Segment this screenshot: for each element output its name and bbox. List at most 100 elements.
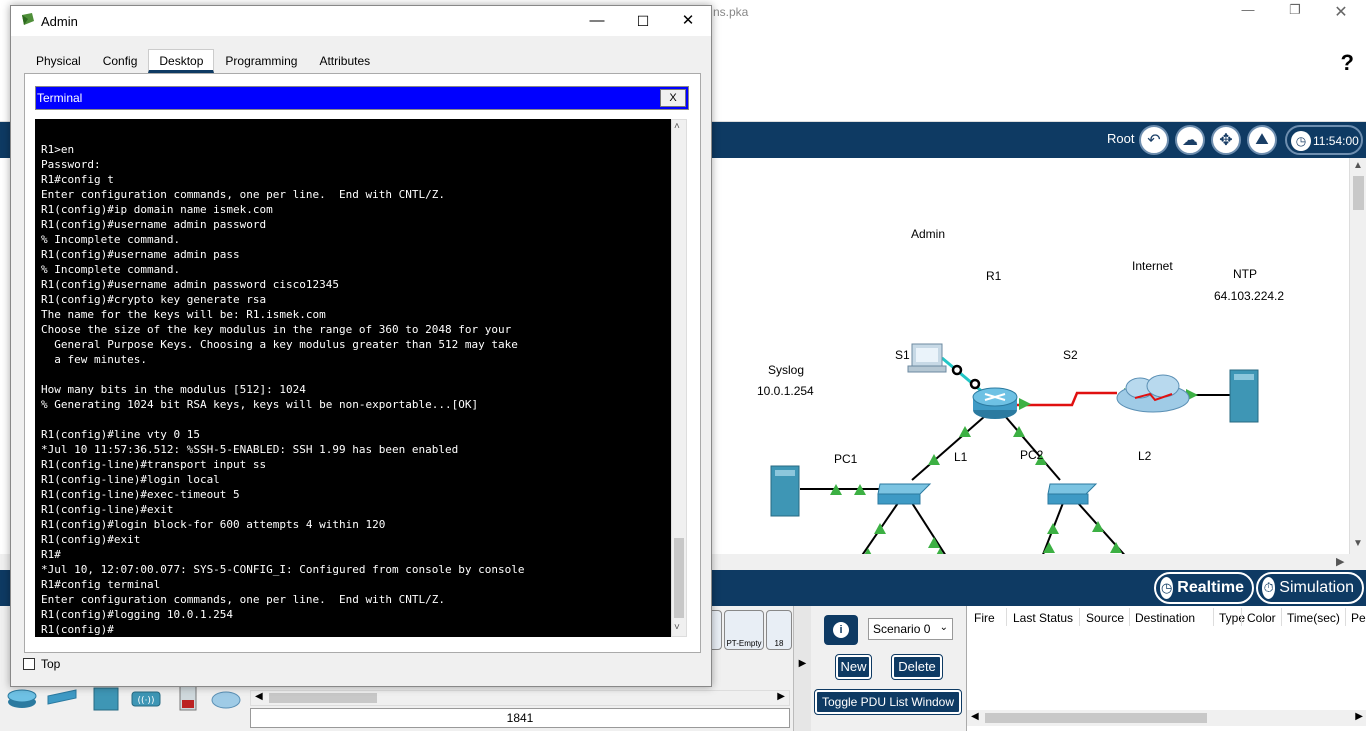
toggle-pdu-list-button[interactable]: Toggle PDU List Window [814, 689, 962, 715]
workspace-vertical-scrollbar[interactable]: ▲ ▼ [1349, 158, 1366, 554]
device-label-r1: R1 [986, 269, 1002, 283]
device-label-admin: Admin [911, 227, 946, 241]
scroll-thumb[interactable] [1353, 176, 1364, 210]
scroll-thumb[interactable] [269, 693, 377, 703]
tab-attributes[interactable]: Attributes [319, 54, 371, 68]
scroll-right-icon[interactable]: ▶ [1336, 556, 1345, 568]
internet-cloud-icon [1116, 374, 1190, 413]
scenario-select[interactable]: Scenario 0 ⌄ [868, 618, 953, 640]
delete-scenario-button[interactable]: Delete [891, 654, 943, 680]
terminal-line: R1(config)#line vty 0 15 [41, 428, 200, 441]
terminal-line: The name for the keys will be: R1.ismek.… [41, 308, 326, 321]
device-tile-pt-empty[interactable]: PT-Empty [724, 610, 764, 650]
restore-icon[interactable]: ❐ [1289, 2, 1301, 17]
column-header[interactable]: Color [1247, 611, 1276, 625]
column-header[interactable]: Pe [1351, 611, 1366, 625]
panel-collapse-icon[interactable]: ▶ [793, 606, 811, 731]
device-tile-1841[interactable]: 18 [766, 610, 792, 650]
column-header[interactable]: Fire [974, 611, 995, 625]
scroll-up-icon[interactable]: ˄ [674, 121, 680, 132]
tab-desktop[interactable]: Desktop [148, 49, 215, 73]
terminal-scrollbar[interactable]: ˄ ˅ [671, 119, 687, 637]
scroll-thumb[interactable] [985, 713, 1207, 723]
device-list-scrollbar[interactable]: ◀ ▶ [250, 690, 790, 706]
info-icon: i [833, 622, 849, 638]
wireless-category-icon[interactable]: ((·)) [130, 684, 162, 712]
device-category-icons: ((·)) [0, 680, 250, 720]
pdu-list-scrollbar[interactable]: ◀ ▶ [967, 710, 1366, 726]
workspace-horizontal-scrollbar[interactable]: ▶ [712, 554, 1366, 570]
link-endpoint [951, 364, 963, 376]
maximize-icon[interactable]: ☐ [636, 13, 650, 29]
r1-router-icon [972, 387, 1018, 419]
scroll-left-icon[interactable]: ◀ [255, 691, 263, 702]
chevron-down-icon: ⌄ [939, 622, 948, 633]
tab-config[interactable]: Config [102, 54, 138, 68]
terminal-line [41, 412, 524, 427]
scenario-selected-value: Scenario 0 [873, 622, 931, 636]
device-label-ntp: NTP [1233, 267, 1257, 281]
pdu-list-table: Fire Last Status Source Destination Type… [966, 606, 1366, 731]
column-header[interactable]: Destination [1135, 611, 1196, 625]
terminal-line: R1>en [41, 143, 75, 156]
cloud-add-icon[interactable]: ☁ [1175, 125, 1205, 155]
new-scenario-button[interactable]: New [835, 654, 872, 680]
link-admin-r1 [941, 356, 986, 396]
scenario-info-button[interactable]: i [824, 615, 858, 645]
clock-icon: ◷ [1291, 131, 1311, 151]
scroll-down-icon[interactable]: ˅ [674, 622, 680, 633]
scroll-right-icon[interactable]: ▶ [1355, 711, 1363, 722]
top-checkbox[interactable]: Top [23, 657, 60, 671]
simulation-mode-button[interactable]: ⏱ Simulation [1256, 572, 1364, 604]
move-icon[interactable]: ✥ [1211, 125, 1241, 155]
link-s1-pc1 [861, 502, 899, 554]
terminal-line: R1(config)# [41, 623, 114, 636]
scroll-thumb[interactable] [674, 538, 684, 618]
column-header[interactable]: Last Status [1013, 611, 1074, 625]
tab-physical[interactable]: Physical [36, 54, 81, 68]
hub-category-icon[interactable] [90, 684, 122, 712]
clock-icon: ◷ [1160, 577, 1174, 599]
realtime-mode-button[interactable]: ◷ Realtime [1154, 572, 1254, 604]
tab-programming[interactable]: Programming [225, 54, 298, 68]
terminal-close-button[interactable]: X [660, 89, 686, 107]
root-label[interactable]: Root [1107, 131, 1135, 146]
minimize-icon[interactable]: — [589, 12, 605, 29]
admin-title-bar[interactable]: Admin — ☐ ✕ [11, 6, 711, 36]
terminal-line [41, 367, 524, 382]
security-category-icon[interactable] [172, 684, 204, 712]
device-label-pc2: PC2 [1020, 448, 1044, 462]
column-header[interactable]: Time(sec) [1287, 611, 1340, 625]
terminal-line: Choose the size of the key modulus in th… [41, 323, 512, 336]
ntp-server-icon [1229, 369, 1259, 423]
device-label-internet: Internet [1132, 259, 1173, 273]
switch-category-icon[interactable] [46, 684, 78, 712]
back-icon[interactable]: ↶ [1139, 125, 1169, 155]
device-model-label: 1841 [250, 708, 790, 728]
scroll-down-icon[interactable]: ▼ [1353, 538, 1363, 549]
checkbox[interactable] [23, 658, 35, 670]
terminal-line: R1#config terminal [41, 578, 161, 591]
device-label-s2: S2 [1063, 348, 1078, 362]
terminal-line: R1(config)#username admin pass [41, 248, 240, 261]
column-header[interactable]: Type [1219, 611, 1246, 625]
scroll-left-icon[interactable]: ◀ [971, 711, 979, 722]
scroll-right-icon[interactable]: ▶ [777, 691, 785, 702]
wan-emulation-category-icon[interactable] [210, 684, 242, 712]
terminal-line: How many bits in the modulus [512]: 1024 [41, 383, 306, 396]
terminal-line: % Incomplete command. [41, 233, 181, 246]
admin-device-window: Admin — ☐ ✕ Physical Config Desktop Prog… [10, 5, 712, 687]
minimize-icon[interactable]: — [1241, 2, 1255, 17]
router-category-icon[interactable] [6, 684, 38, 712]
column-header[interactable]: Source [1086, 611, 1125, 625]
close-icon[interactable]: ✕ [1334, 4, 1348, 21]
terminal-line: Password: [41, 158, 101, 171]
close-icon[interactable]: ✕ [681, 12, 695, 29]
help-icon[interactable]: ? [1340, 50, 1354, 75]
scroll-up-icon[interactable]: ▲ [1353, 160, 1363, 171]
device-address-ntp: 64.103.224.2 [1214, 289, 1285, 303]
clock-display[interactable]: ◷ 11:54:00 [1285, 125, 1363, 155]
background-image-icon[interactable]: ⛰ [1247, 125, 1277, 155]
